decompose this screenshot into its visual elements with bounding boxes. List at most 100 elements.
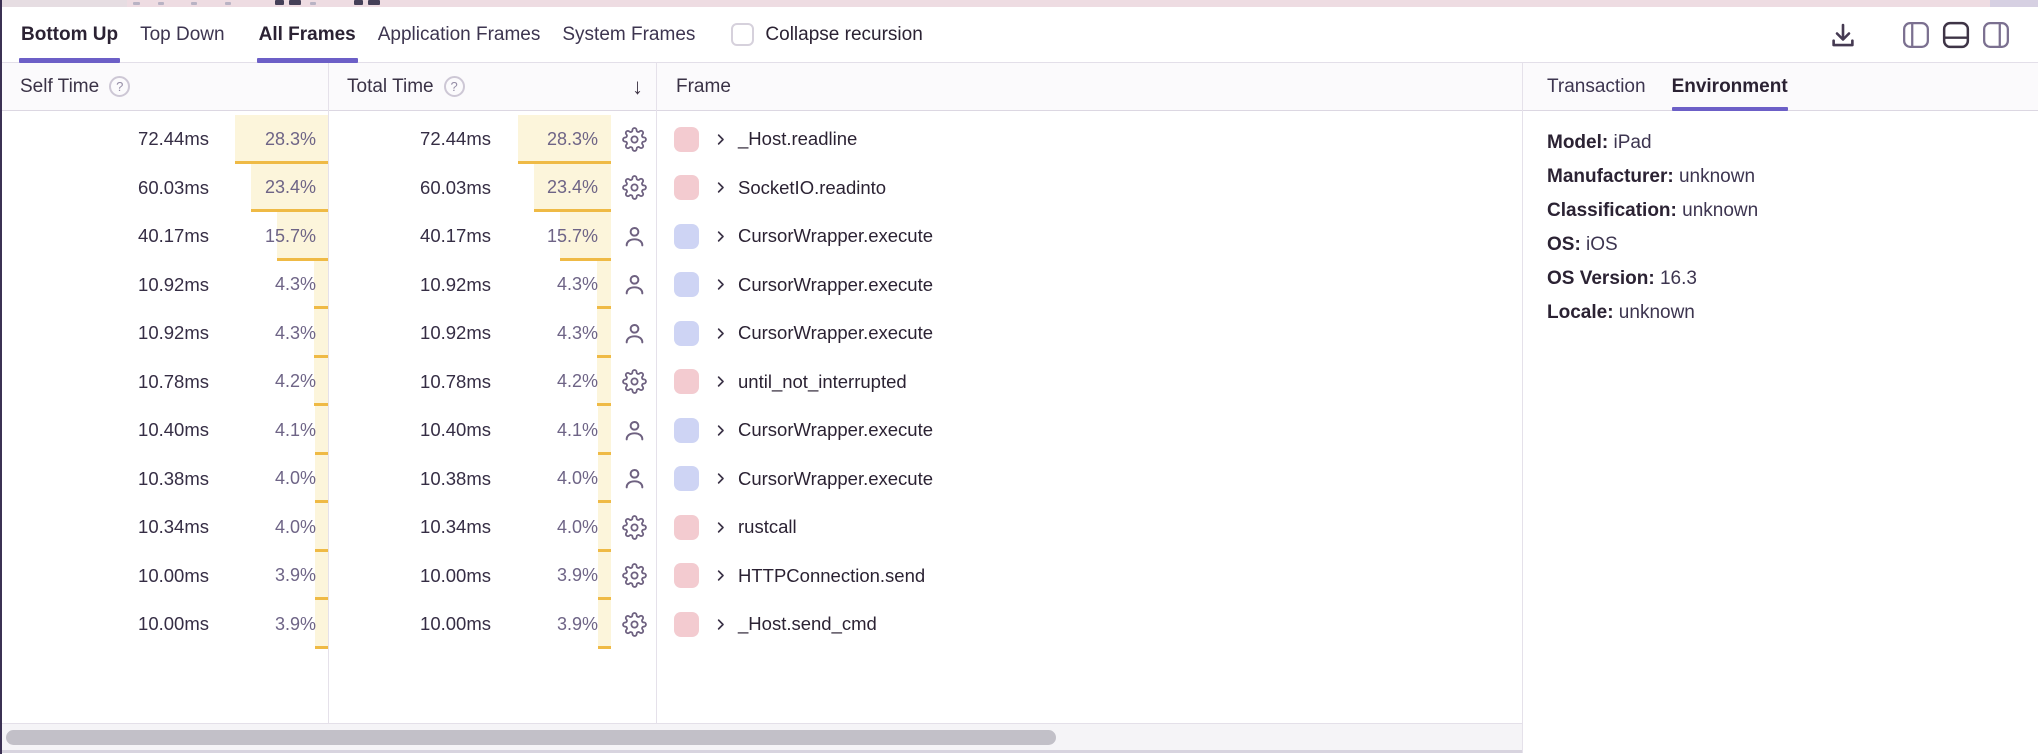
minimap-mark — [225, 2, 231, 5]
table-row[interactable]: 10.00ms 3.9% 10.00ms 3.9% — [0, 551, 1522, 600]
column-divider — [328, 63, 329, 723]
self-time-percent: 4.3% — [274, 274, 316, 295]
chevron-right-icon[interactable] — [713, 423, 728, 438]
gear-icon — [621, 175, 647, 201]
frame-type-icon-box — [611, 514, 657, 540]
self-time-percent-cell: 28.3% — [225, 115, 329, 164]
flamegraph-minimap-strip[interactable] — [0, 0, 2038, 7]
total-time-percent: 4.3% — [556, 322, 598, 343]
frame-name: CursorWrapper.execute — [738, 225, 934, 247]
total-time-percent: 4.0% — [556, 468, 598, 489]
layout-left-panel-button[interactable] — [1902, 21, 1930, 49]
table-row[interactable]: 10.40ms 4.1% 10.40ms 4.1% — [0, 406, 1522, 455]
total-time-percent-cell: 4.1% — [507, 406, 611, 455]
tab-application-frames[interactable]: Application Frames — [377, 23, 541, 45]
chevron-right-icon[interactable] — [713, 326, 728, 341]
frame-color-swatch — [674, 369, 699, 395]
total-time-percent-cell: 28.3% — [507, 115, 611, 164]
chevron-right-icon[interactable] — [713, 520, 728, 535]
total-time-bar — [598, 600, 611, 649]
total-time-percent-cell: 3.9% — [507, 600, 611, 649]
total-time-bar — [597, 503, 611, 552]
chevron-right-icon[interactable] — [713, 277, 728, 292]
frame-name: HTTPConnection.send — [738, 564, 926, 586]
table-row[interactable]: 60.03ms 23.4% 60.03ms 23.4% — [0, 163, 1522, 212]
self-time-value: 10.40ms — [138, 419, 209, 441]
table-row[interactable]: 10.78ms 4.2% 10.78ms 4.2% — [0, 357, 1522, 406]
total-time-percent-cell: 4.0% — [507, 503, 611, 552]
minimap-mark — [158, 2, 164, 5]
chevron-right-icon[interactable] — [713, 180, 728, 195]
download-profile-button[interactable] — [1828, 20, 1858, 50]
self-time-percent: 4.0% — [274, 468, 316, 489]
environment-detail-line: Classification: unknown — [1547, 194, 2018, 228]
table-row[interactable]: 10.92ms 4.3% 10.92ms 4.3% — [0, 260, 1522, 309]
minimap-mark — [289, 0, 301, 5]
layout-bottom-panel-button[interactable] — [1942, 21, 1970, 49]
total-time-bar — [518, 115, 611, 164]
column-header-total-time[interactable]: Total Time ? ↓ — [329, 63, 657, 110]
column-header-frame[interactable]: Frame — [657, 63, 1522, 110]
tab-top-down[interactable]: Top Down — [140, 23, 225, 45]
table-body: 72.44ms 28.3% 72.44ms 28.3% — [0, 111, 1522, 722]
table-row[interactable]: 10.00ms 3.9% 10.00ms 3.9% — [0, 600, 1522, 649]
chevron-right-icon[interactable] — [713, 132, 728, 147]
table-row[interactable]: 10.38ms 4.0% 10.38ms 4.0% — [0, 454, 1522, 503]
chevron-right-icon[interactable] — [713, 617, 728, 632]
frame-name: SocketIO.readinto — [738, 176, 887, 198]
collapse-recursion-checkbox[interactable] — [731, 23, 755, 46]
tab-all-frames[interactable]: All Frames — [256, 7, 358, 63]
frame-color-swatch — [674, 175, 699, 201]
frame-name: _Host.send_cmd — [738, 613, 877, 635]
help-icon[interactable]: ? — [109, 76, 131, 97]
chevron-right-icon[interactable] — [713, 471, 728, 486]
minimap-mark — [133, 2, 140, 5]
tab-bottom-up[interactable]: Bottom Up — [18, 7, 121, 63]
minimap-mark — [310, 2, 316, 5]
chevron-right-icon[interactable] — [713, 568, 728, 583]
user-icon — [625, 226, 643, 247]
column-header-self-time[interactable]: Self Time ? — [0, 63, 329, 110]
frame-type-icon-box — [611, 418, 657, 443]
frame-name: until_not_interrupted — [738, 370, 907, 392]
sort-descending-icon[interactable]: ↓ — [632, 73, 643, 99]
total-time-bar — [596, 309, 611, 358]
table-row[interactable]: 40.17ms 15.7% 40.17ms 15.7% — [0, 212, 1522, 261]
chevron-right-icon[interactable] — [713, 229, 728, 244]
tab-transaction[interactable]: Transaction — [1547, 75, 1646, 97]
total-time-percent: 23.4% — [546, 177, 598, 198]
self-time-value: 10.38ms — [138, 467, 209, 489]
frame-type-icon-box — [611, 321, 657, 346]
frame-type-icon-box — [611, 563, 657, 589]
self-time-bar — [251, 163, 328, 212]
total-time-value: 10.34ms — [420, 516, 491, 538]
self-time-bar — [313, 260, 328, 309]
chevron-right-icon[interactable] — [713, 374, 728, 389]
frame-type-icon-box — [611, 466, 657, 491]
table-header: Self Time ? Total Time ? ↓ Frame — [0, 63, 1522, 111]
layout-right-panel-button[interactable] — [1982, 21, 2010, 49]
self-time-value: 10.34ms — [138, 516, 209, 538]
self-time-percent: 4.2% — [274, 371, 316, 392]
total-time-value: 10.92ms — [420, 322, 491, 344]
table-row[interactable]: 10.92ms 4.3% 10.92ms 4.3% — [0, 309, 1522, 358]
layout-left-panel-icon — [1903, 21, 1929, 48]
self-time-bar — [315, 551, 328, 600]
total-time-value: 10.00ms — [420, 613, 491, 635]
frame-table-pane: Self Time ? Total Time ? ↓ Frame 72.44ms… — [0, 63, 1522, 753]
self-time-percent-cell: 4.3% — [225, 309, 329, 358]
tab-environment[interactable]: Environment — [1671, 63, 1788, 111]
self-time-bar — [314, 454, 328, 503]
self-time-bar — [313, 309, 328, 358]
help-icon[interactable]: ? — [443, 76, 465, 97]
self-time-percent-cell: 4.2% — [225, 357, 329, 406]
self-time-value: 72.44ms — [138, 128, 209, 150]
horizontal-scrollbar[interactable] — [0, 723, 1522, 753]
tab-system-frames[interactable]: System Frames — [562, 23, 696, 45]
table-row[interactable]: 72.44ms 28.3% 72.44ms 28.3% — [0, 115, 1522, 164]
total-time-value: 10.00ms — [420, 564, 491, 586]
scrollbar-thumb[interactable] — [6, 730, 1056, 745]
total-time-value: 10.38ms — [420, 467, 491, 489]
self-time-bar — [235, 115, 328, 164]
table-row[interactable]: 10.34ms 4.0% 10.34ms 4.0% — [0, 503, 1522, 552]
